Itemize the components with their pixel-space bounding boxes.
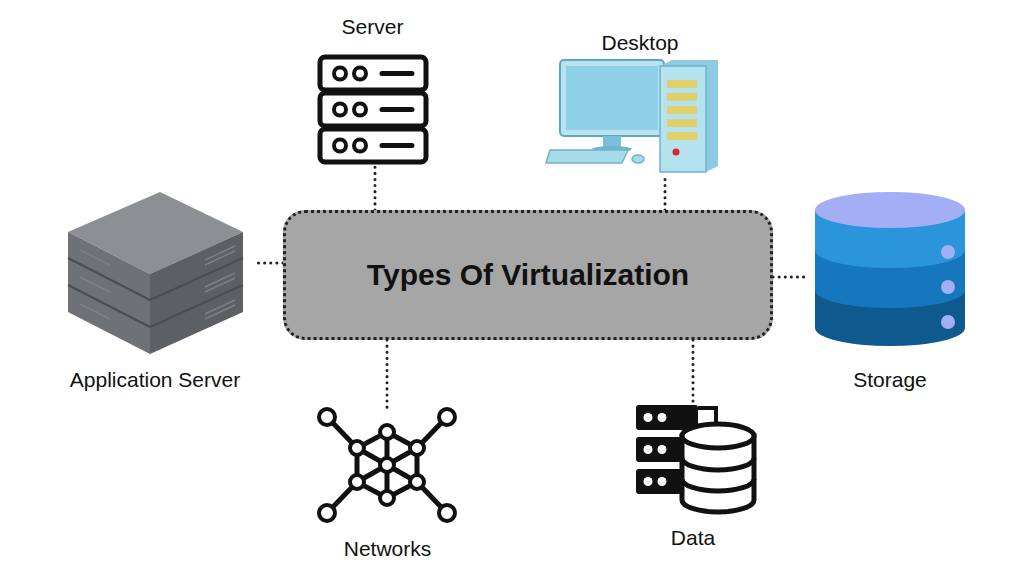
dotted-connector	[374, 167, 377, 210]
storage-icon	[815, 192, 965, 346]
category-label: Data	[671, 525, 715, 550]
dotted-connector	[773, 276, 806, 279]
data-node: Data	[628, 402, 758, 550]
topic-title: Types Of Virtualization	[367, 257, 689, 293]
network-icon	[319, 409, 455, 521]
category-label: Storage	[853, 367, 927, 392]
dotted-connector	[692, 340, 695, 402]
category-label: Application Server	[70, 367, 240, 392]
data-icon	[636, 405, 754, 512]
dotted-connector	[255, 262, 283, 265]
storage-node: Storage	[806, 190, 974, 392]
category-label: Desktop	[601, 30, 678, 55]
desktop-icon	[546, 60, 718, 172]
desktop-node: Desktop	[560, 30, 720, 176]
dotted-connector	[386, 340, 389, 408]
application-server-node: Application Server	[55, 188, 255, 392]
application-server-icon	[68, 192, 243, 354]
category-label: Server	[342, 14, 404, 39]
category-label: Networks	[344, 536, 432, 561]
server-node: Server	[310, 14, 435, 167]
dotted-connector	[664, 176, 667, 210]
central-topic-box: Types Of Virtualization	[283, 210, 773, 340]
server-icon	[320, 57, 426, 162]
network-node: Networks	[315, 408, 460, 561]
